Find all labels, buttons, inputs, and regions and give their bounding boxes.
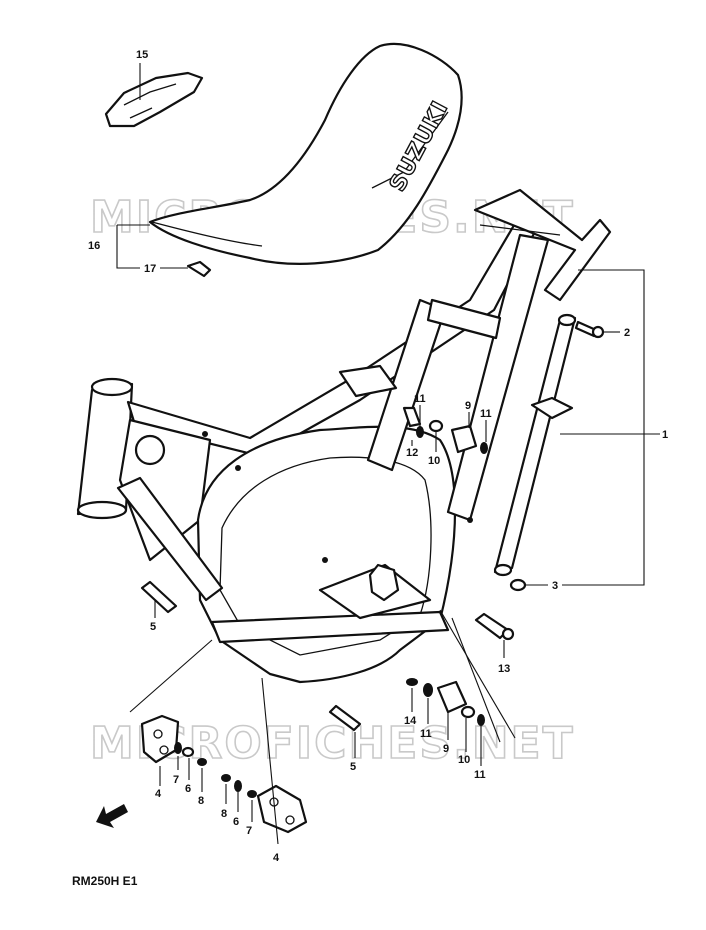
callout-6a: 6 <box>185 783 191 795</box>
callout-14: 14 <box>404 715 417 727</box>
seat-part: SUZUKI <box>148 42 463 265</box>
bolt-part-5-upper <box>140 580 178 614</box>
callout-9b: 9 <box>443 743 449 755</box>
callout-11a: 11 <box>414 393 426 405</box>
engine-bracket-left <box>140 714 207 766</box>
callout-11d: 11 <box>474 769 486 781</box>
callout-2: 2 <box>624 327 630 339</box>
callout-13: 13 <box>498 663 510 675</box>
callout-3: 3 <box>552 580 558 592</box>
model-code: RM250H E1 <box>72 874 138 888</box>
front-arrow-icon <box>96 804 128 828</box>
callout-10b: 10 <box>458 754 470 766</box>
callout-4b: 4 <box>273 852 280 864</box>
callout-8a: 8 <box>198 795 204 807</box>
bolt-part-13 <box>474 612 515 641</box>
callout-17: 17 <box>144 263 156 275</box>
main-frame <box>76 188 612 684</box>
seat-cover-part <box>104 71 204 128</box>
callout-7a: 7 <box>173 774 179 786</box>
rear-subframe-part <box>493 313 577 577</box>
callout-5a: 5 <box>150 621 156 633</box>
callout-5b: 5 <box>350 761 356 773</box>
seat-clip-part <box>186 260 212 278</box>
callout-10a: 10 <box>428 455 440 467</box>
callout-7b: 7 <box>246 825 252 837</box>
callout-15: 15 <box>136 49 148 61</box>
upper-damper-group <box>402 406 488 454</box>
callout-6b: 6 <box>233 816 239 828</box>
lower-damper-group <box>406 678 485 726</box>
bolt-part-5-lower <box>328 704 362 732</box>
bolt-part-2 <box>574 320 605 339</box>
callout-12: 12 <box>406 447 418 459</box>
callout-16: 16 <box>88 240 100 252</box>
bolt-part-3 <box>509 578 527 592</box>
callout-11c: 11 <box>420 728 432 740</box>
engine-bracket-right <box>221 774 308 834</box>
callout-4a: 4 <box>155 788 162 800</box>
callout-1: 1 <box>662 429 668 441</box>
callout-11b: 11 <box>480 408 492 420</box>
callout-8b: 8 <box>221 808 227 820</box>
callout-9a: 9 <box>465 400 471 412</box>
